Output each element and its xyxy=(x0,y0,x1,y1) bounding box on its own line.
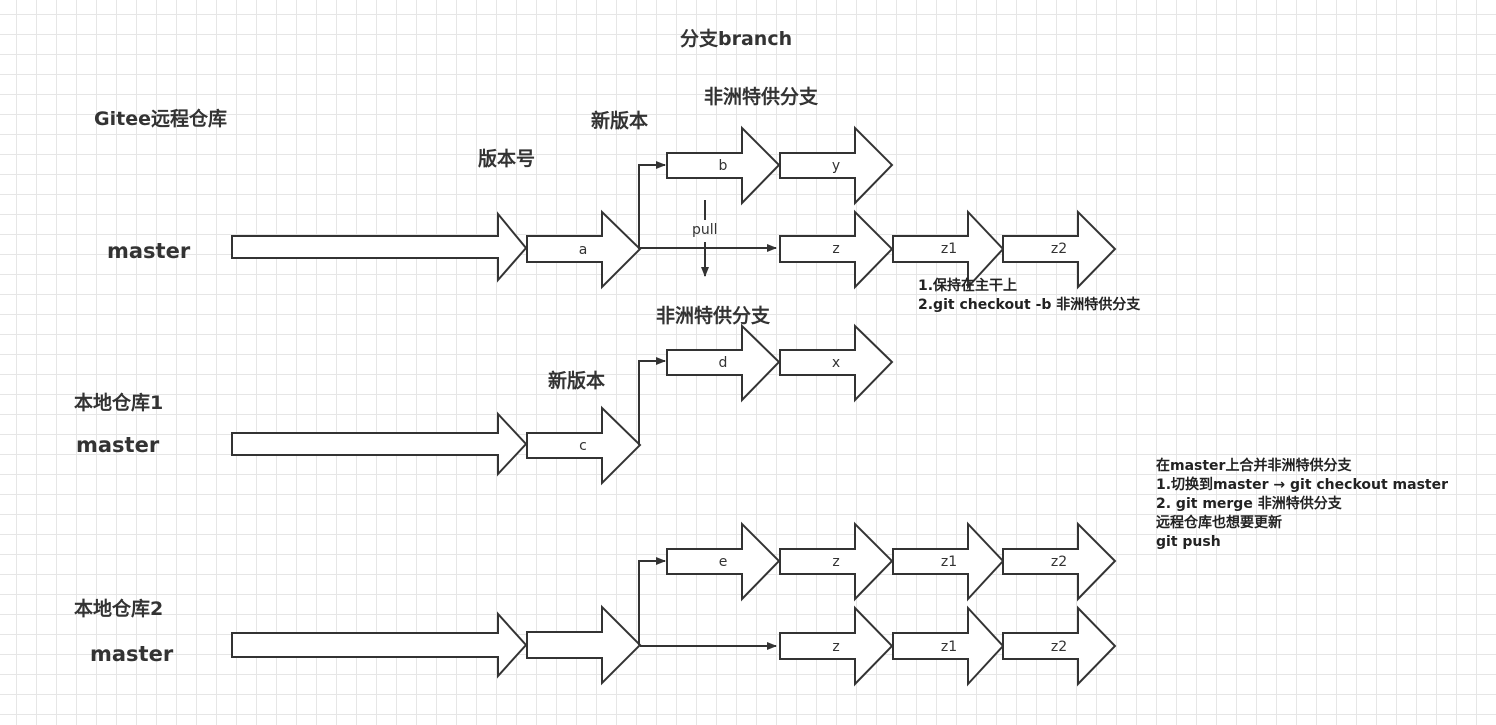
local2-bottom-node-z2 xyxy=(1002,605,1117,687)
local2-bottom-node-z1 xyxy=(892,605,1005,687)
local1-node-d-label: d xyxy=(719,355,728,371)
local2-top-node-z-label: z xyxy=(832,554,839,570)
local1-master-label: master xyxy=(76,433,160,457)
local2-top-node-z1-label: z1 xyxy=(941,554,957,570)
remote-master-trunk-arrow xyxy=(231,211,528,283)
remote-node-a xyxy=(526,209,642,290)
remote-node-z1-label: z1 xyxy=(941,241,957,257)
checkout-note-line2: 2.git checkout -b 非洲特供分支 xyxy=(918,297,1141,313)
remote-node-z-label: z xyxy=(832,241,839,257)
merge-note-line2: 1.切换到master → git checkout master xyxy=(1156,477,1448,493)
remote-node-b xyxy=(666,125,781,206)
local2-repo-label: 本地仓库2 xyxy=(74,598,164,620)
local2-bottom-node-z xyxy=(779,605,894,687)
local2-top-node-z1 xyxy=(892,521,1005,602)
local2-node-e-label: e xyxy=(719,554,728,570)
local1-new-version-label: 新版本 xyxy=(548,370,606,392)
remote-node-y xyxy=(779,125,894,206)
diagram-title: 分支branch xyxy=(680,28,793,50)
merge-note-line4: 远程仓库也想要更新 xyxy=(1156,515,1282,531)
local1-node-c xyxy=(526,405,642,486)
local2-top-node-z2 xyxy=(1002,521,1117,602)
remote-node-z1 xyxy=(892,209,1005,290)
remote-repo-label: Gitee远程仓库 xyxy=(94,108,227,130)
merge-note-line1: 在master上合并非洲特供分支 xyxy=(1156,458,1352,474)
local1-node-c-label: c xyxy=(579,438,587,454)
local1-node-d xyxy=(666,323,781,403)
local2-master-label: master xyxy=(90,642,174,666)
local2-top-node-z2-label: z2 xyxy=(1051,554,1067,570)
remote-new-version-label: 新版本 xyxy=(591,110,649,132)
merge-note-line5: git push xyxy=(1156,534,1221,550)
remote-master-label: master xyxy=(107,239,191,263)
local1-branch-connector xyxy=(638,357,666,445)
local1-node-x-label: x xyxy=(832,355,840,371)
local1-repo-label: 本地仓库1 xyxy=(74,392,164,414)
local1-master-trunk-arrow xyxy=(231,411,528,477)
remote-node-y-label: y xyxy=(832,158,840,174)
remote-node-z2-label: z2 xyxy=(1051,241,1067,257)
local2-bottom-node-z2-label: z2 xyxy=(1051,639,1067,655)
local2-node-e xyxy=(666,521,781,602)
remote-node-b-label: b xyxy=(719,158,728,174)
local1-africa-branch-label: 非洲特供分支 xyxy=(656,305,771,327)
remote-branch-connector xyxy=(638,161,666,249)
local2-top-node-z xyxy=(779,521,894,602)
local1-node-x xyxy=(779,323,894,403)
remote-africa-branch-label: 非洲特供分支 xyxy=(704,86,819,108)
checkout-note: 1.保持在主干上 2.git checkout -b 非洲特供分支 xyxy=(918,277,1140,315)
remote-node-z2 xyxy=(1002,209,1117,290)
local2-bottom-node-z-label: z xyxy=(832,639,839,655)
checkout-note-line1: 1.保持在主干上 xyxy=(918,278,1018,294)
merge-note: 在master上合并非洲特供分支 1.切换到master → git check… xyxy=(1156,457,1448,552)
local2-bottom-node-z1-label: z1 xyxy=(941,639,957,655)
merge-note-line3: 2. git merge 非洲特供分支 xyxy=(1156,496,1342,512)
pull-label: pull xyxy=(692,222,718,238)
remote-node-z xyxy=(779,209,894,290)
local2-branch-connector xyxy=(638,557,666,645)
version-number-label: 版本号 xyxy=(478,148,536,170)
local2-master-trunk-arrow xyxy=(231,611,528,679)
local2-node-main xyxy=(526,604,642,686)
remote-node-a-label: a xyxy=(579,242,588,258)
